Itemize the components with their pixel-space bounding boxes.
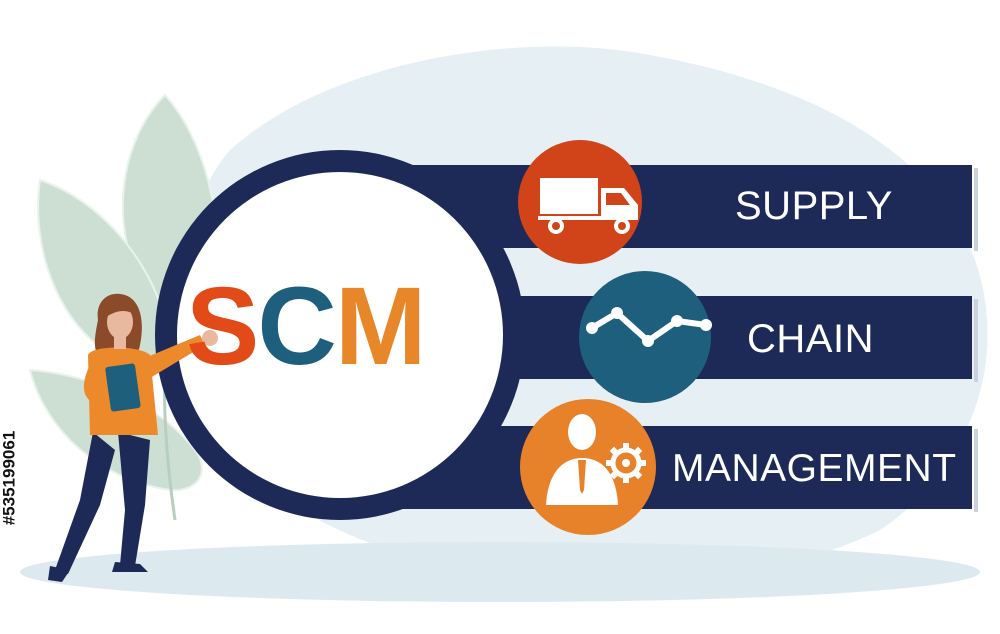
main-circle [177,172,503,498]
manager-gear-icon [520,399,656,535]
chain-label: CHAIN [747,317,874,361]
management-label: MANAGEMENT [672,447,957,490]
supply-label: SUPPLY [735,184,893,228]
chain-bar [470,296,972,379]
banner-bars [390,165,978,512]
trend-line-icon [579,271,712,403]
woman-figure [48,293,218,582]
floor-shadow [20,542,980,602]
stock-id-label: #535199061 [0,430,19,526]
acronym-letter-s: S [186,265,259,388]
scm-acronym: SCM [186,265,427,388]
truck-icon [518,140,642,264]
acronym-letter-c: C [257,265,336,388]
acronym-letter-m: M [334,265,427,388]
